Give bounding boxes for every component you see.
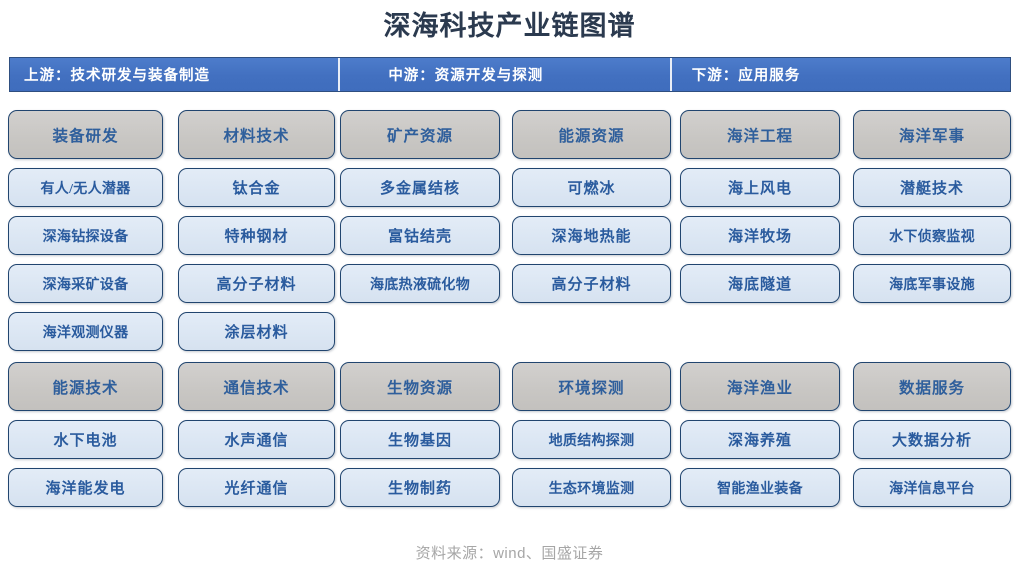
leaf-node[interactable]: 水声通信 — [178, 420, 335, 459]
chain-group: 环境探测地质结构探测生态环境监测 — [512, 362, 671, 507]
leaf-node[interactable]: 生物基因 — [340, 420, 500, 459]
page-title: 深海科技产业链图谱 — [383, 11, 636, 41]
leaf-node[interactable]: 涂层材料 — [178, 312, 335, 351]
stage-band: 上游：技术研发与装备制造 中游：资源开发与探测 下游：应用服务 — [9, 57, 1011, 92]
leaf-node[interactable]: 深海采矿设备 — [8, 264, 163, 303]
leaf-node[interactable]: 海底热液硫化物 — [340, 264, 500, 303]
chain-group: 海洋工程海上风电海洋牧场海底隧道 — [680, 110, 840, 351]
leaf-node[interactable]: 潜艇技术 — [853, 168, 1011, 207]
category-node[interactable]: 能源技术 — [8, 362, 163, 411]
layout-spacer — [512, 312, 671, 351]
stage-segment-upstream: 上游：技术研发与装备制造 — [10, 58, 341, 91]
stage-segment-downstream: 下游：应用服务 — [691, 68, 801, 84]
chain-column-5: 海洋工程海上风电海洋牧场海底隧道海洋渔业深海养殖智能渔业装备 — [680, 110, 840, 516]
leaf-node[interactable]: 海洋能发电 — [8, 468, 163, 507]
leaf-node[interactable]: 水下电池 — [8, 420, 163, 459]
leaf-node[interactable]: 生物制药 — [340, 468, 500, 507]
industry-chain-grid: 装备研发有人/无人潜器深海钻探设备深海采矿设备海洋观测仪器能源技术水下电池海洋能… — [0, 110, 1019, 530]
leaf-node[interactable]: 地质结构探测 — [512, 420, 671, 459]
chain-column-6: 海洋军事潜艇技术水下侦察监视海底军事设施数据服务大数据分析海洋信息平台 — [853, 110, 1011, 516]
category-node[interactable]: 环境探测 — [512, 362, 671, 411]
leaf-node[interactable]: 水下侦察监视 — [853, 216, 1011, 255]
chain-group: 矿产资源多金属结核富钴结壳海底热液硫化物 — [340, 110, 500, 351]
leaf-node[interactable]: 海洋信息平台 — [853, 468, 1011, 507]
source-note: 资料来源：wind、国盛证券 — [415, 545, 604, 562]
leaf-node[interactable]: 富钴结壳 — [340, 216, 500, 255]
leaf-node[interactable]: 海洋牧场 — [680, 216, 840, 255]
chain-column-4: 能源资源可燃冰深海地热能高分子材料环境探测地质结构探测生态环境监测 — [512, 110, 671, 516]
category-node[interactable]: 数据服务 — [853, 362, 1011, 411]
leaf-node[interactable]: 大数据分析 — [853, 420, 1011, 459]
chain-column-3: 矿产资源多金属结核富钴结壳海底热液硫化物生物资源生物基因生物制药 — [340, 110, 500, 516]
stage-segment-midstream: 中游：资源开发与探测 — [340, 58, 672, 91]
leaf-node[interactable]: 深海地热能 — [512, 216, 671, 255]
leaf-node[interactable]: 生态环境监测 — [512, 468, 671, 507]
layout-spacer — [853, 312, 1011, 351]
leaf-node[interactable]: 深海钻探设备 — [8, 216, 163, 255]
leaf-node[interactable]: 高分子材料 — [178, 264, 335, 303]
category-node[interactable]: 能源资源 — [512, 110, 671, 159]
chain-group: 生物资源生物基因生物制药 — [340, 362, 500, 507]
chain-group: 海洋渔业深海养殖智能渔业装备 — [680, 362, 840, 507]
category-node[interactable]: 材料技术 — [178, 110, 335, 159]
chain-column-2: 材料技术钛合金特种钢材高分子材料涂层材料通信技术水声通信光纤通信 — [178, 110, 335, 516]
chain-group: 数据服务大数据分析海洋信息平台 — [853, 362, 1011, 507]
chain-column-1: 装备研发有人/无人潜器深海钻探设备深海采矿设备海洋观测仪器能源技术水下电池海洋能… — [8, 110, 163, 516]
leaf-node[interactable]: 高分子材料 — [512, 264, 671, 303]
category-node[interactable]: 海洋工程 — [680, 110, 840, 159]
leaf-node[interactable]: 有人/无人潜器 — [8, 168, 163, 207]
leaf-node[interactable]: 钛合金 — [178, 168, 335, 207]
leaf-node[interactable]: 海底军事设施 — [853, 264, 1011, 303]
chain-group: 海洋军事潜艇技术水下侦察监视海底军事设施 — [853, 110, 1011, 351]
leaf-node[interactable]: 海洋观测仪器 — [8, 312, 163, 351]
leaf-node[interactable]: 多金属结核 — [340, 168, 500, 207]
layout-spacer — [340, 312, 500, 351]
category-node[interactable]: 通信技术 — [178, 362, 335, 411]
leaf-node[interactable]: 可燃冰 — [512, 168, 671, 207]
layout-spacer — [680, 312, 840, 351]
leaf-node[interactable]: 深海养殖 — [680, 420, 840, 459]
category-node[interactable]: 矿产资源 — [340, 110, 500, 159]
chain-group: 能源技术水下电池海洋能发电 — [8, 362, 163, 507]
leaf-node[interactable]: 海底隧道 — [680, 264, 840, 303]
leaf-node[interactable]: 海上风电 — [680, 168, 840, 207]
leaf-node[interactable]: 智能渔业装备 — [680, 468, 840, 507]
category-node[interactable]: 生物资源 — [340, 362, 500, 411]
category-node[interactable]: 海洋军事 — [853, 110, 1011, 159]
leaf-node[interactable]: 特种钢材 — [178, 216, 335, 255]
category-node[interactable]: 装备研发 — [8, 110, 163, 159]
chain-group: 材料技术钛合金特种钢材高分子材料涂层材料 — [178, 110, 335, 351]
chain-group: 装备研发有人/无人潜器深海钻探设备深海采矿设备海洋观测仪器 — [8, 110, 163, 351]
chain-group: 通信技术水声通信光纤通信 — [178, 362, 335, 507]
leaf-node[interactable]: 光纤通信 — [178, 468, 335, 507]
chain-group: 能源资源可燃冰深海地热能高分子材料 — [512, 110, 671, 351]
category-node[interactable]: 海洋渔业 — [680, 362, 840, 411]
